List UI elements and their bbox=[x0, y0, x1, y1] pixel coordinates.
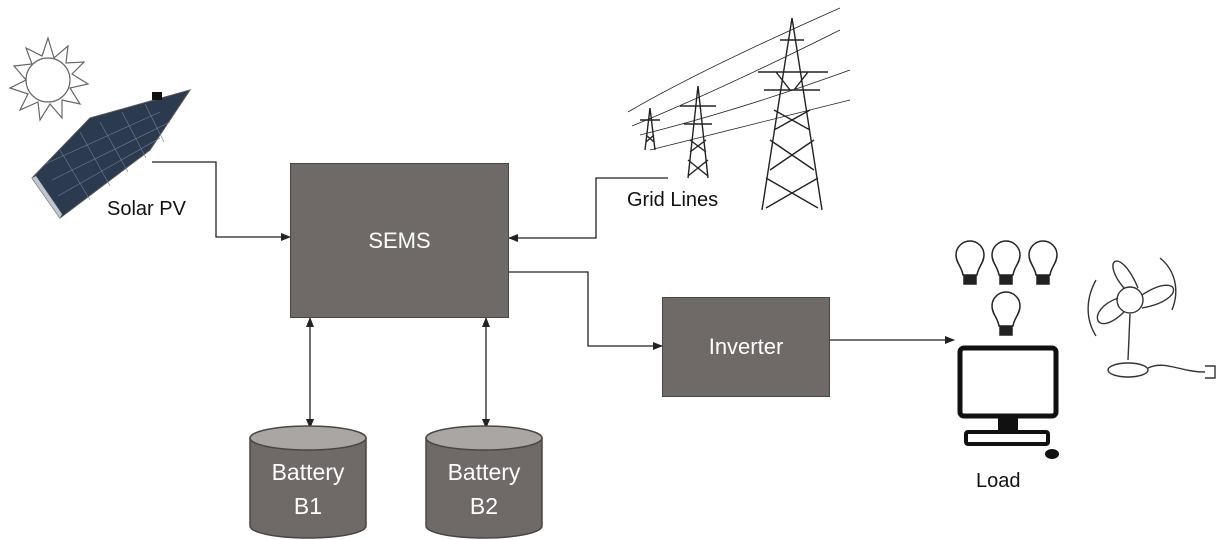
computer-monitor-icon bbox=[957, 345, 1059, 459]
battery-b2-label: Battery B2 bbox=[425, 455, 543, 523]
sems-to-inverter-arrow bbox=[509, 271, 663, 350]
inverter-label: Inverter bbox=[708, 334, 784, 359]
sems-box: SEMS bbox=[290, 163, 509, 318]
grid-to-sems-arrow bbox=[508, 177, 668, 242]
battery-b2-line1: Battery bbox=[447, 459, 521, 485]
transmission-tower-icon bbox=[627, 7, 851, 211]
load-label: Load bbox=[976, 470, 1021, 492]
inverter-box: Inverter bbox=[662, 297, 830, 397]
battery-b1-line2: B1 bbox=[293, 493, 323, 519]
battery-b1-label: Battery B1 bbox=[249, 455, 367, 523]
battery-b1-cylinder bbox=[249, 425, 367, 539]
battery-b2-cylinder bbox=[425, 425, 543, 539]
sun-icon bbox=[8, 36, 90, 122]
sems-label: SEMS bbox=[368, 227, 431, 253]
solar-to-sems-arrow bbox=[152, 161, 291, 241]
battery-b1-line1: Battery bbox=[271, 459, 345, 485]
light-bulb-icon bbox=[955, 240, 1058, 336]
grid-lines-label: Grid Lines bbox=[627, 189, 719, 211]
solar-pv-label: Solar PV bbox=[107, 198, 186, 220]
solar-panel-icon bbox=[31, 89, 192, 219]
fan-icon bbox=[1087, 257, 1216, 379]
battery-b2-line2: B2 bbox=[469, 493, 499, 519]
